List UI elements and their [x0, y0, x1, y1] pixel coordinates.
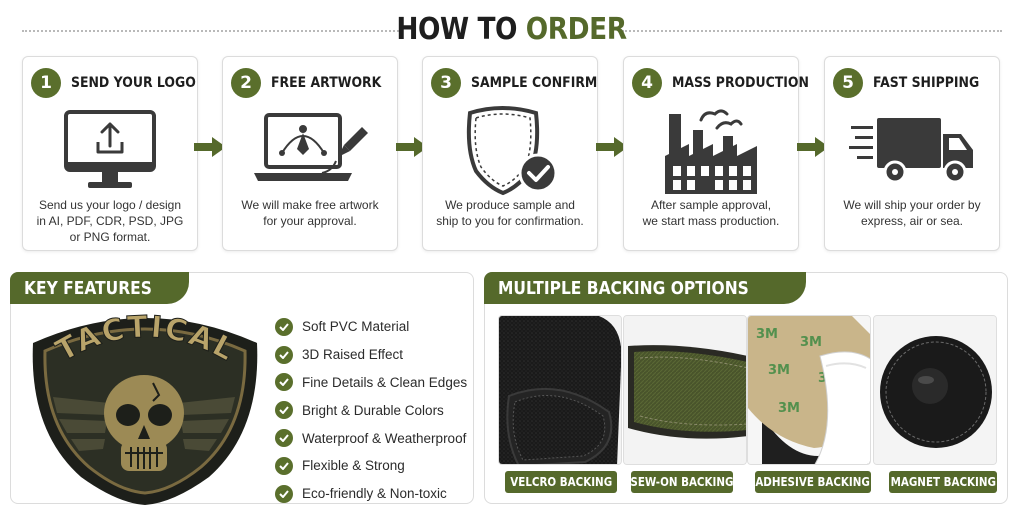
arrow-right-icon — [596, 137, 628, 157]
step-number: 4 — [632, 68, 662, 98]
factory-icon — [665, 109, 757, 194]
page-title: HOW TO ORDER — [396, 12, 627, 47]
key-features-heading: KEY FEATURES — [10, 272, 189, 304]
step-card-5: 5 FAST SHIPPING We will ship your order … — [824, 56, 1000, 251]
step-title: FAST SHIPPING — [873, 75, 980, 91]
adhesive-backing-label: ADHESIVE BACKING — [755, 471, 871, 493]
step-title: MASS PRODUCTION — [672, 75, 809, 91]
step-title: SAMPLE CONFIRM — [471, 75, 598, 91]
backing-options-heading: MULTIPLE BACKING OPTIONS — [484, 272, 806, 304]
adhesive-print: 3M — [778, 401, 800, 416]
list-item: Eco-friendly & Non-toxic — [275, 480, 467, 508]
sew-on-backing-image — [623, 315, 747, 465]
check-icon — [275, 373, 293, 392]
check-icon — [275, 456, 293, 475]
list-item: Bright & Durable Colors — [275, 396, 467, 424]
velcro-backing-image — [498, 315, 622, 465]
step-number: 1 — [31, 68, 61, 98]
backing-options-panel: MULTIPLE BACKING OPTIONS VELCRO BACKING — [484, 272, 1008, 504]
list-item: Soft PVC Material — [275, 313, 467, 341]
divider-right — [622, 30, 1002, 32]
step-card-4: 4 MASS PRODUCTION After sample approval,… — [623, 56, 809, 251]
list-item: 3D Raised Effect — [275, 341, 467, 369]
list-item: Waterproof & Weatherproof — [275, 424, 467, 452]
check-icon — [275, 317, 293, 336]
section-header: HOW TO ORDER — [0, 10, 1023, 50]
check-icon — [275, 429, 293, 448]
magnet-backing-image — [873, 315, 997, 465]
check-icon — [275, 484, 293, 503]
step-title: SEND YOUR LOGO — [71, 75, 196, 91]
step-number: 2 — [231, 68, 261, 98]
arrow-right-icon — [194, 137, 226, 157]
key-features-panel: TACTICAL KEY FEATURES Soft PVC Material … — [10, 272, 474, 505]
laptop-pen-icon — [254, 113, 368, 181]
list-item: Flexible & Strong — [275, 452, 467, 480]
divider-left — [22, 30, 402, 32]
magnet-backing-label: MAGNET BACKING — [889, 471, 997, 493]
adhesive-print: 3M — [756, 327, 778, 342]
check-icon — [275, 345, 293, 364]
adhesive-backing-image: 3M 3M 3M 3M 3M — [747, 315, 871, 465]
check-icon — [275, 401, 293, 420]
tactical-skull-patch-image: TACTICAL — [32, 309, 258, 505]
arrow-right-icon — [396, 137, 428, 157]
sew-on-backing-label: SEW-ON BACKING — [630, 471, 734, 493]
step-number: 5 — [833, 68, 863, 98]
feature-list: Soft PVC Material 3D Raised Effect Fine … — [275, 313, 467, 508]
velcro-backing-label: VELCRO BACKING — [505, 471, 617, 493]
adhesive-print: 3M — [768, 363, 790, 378]
adhesive-print: 3M — [800, 335, 822, 350]
step-description: After sample approval,we start mass prod… — [642, 198, 780, 228]
step-number: 3 — [431, 68, 461, 98]
step-card-1: 1 SEND YOUR LOGO Send us your logo / des… — [22, 56, 198, 251]
delivery-truck-icon — [849, 118, 973, 184]
list-item: Fine Details & Clean Edges — [275, 369, 467, 397]
monitor-upload-icon — [64, 110, 156, 188]
page-title-accent: ORDER — [525, 12, 627, 47]
arrow-right-icon — [797, 137, 829, 157]
step-card-2: 2 FREE ARTWORK We will make free artwork… — [222, 56, 398, 251]
shield-check-icon — [466, 106, 558, 196]
step-title: FREE ARTWORK — [271, 75, 382, 91]
